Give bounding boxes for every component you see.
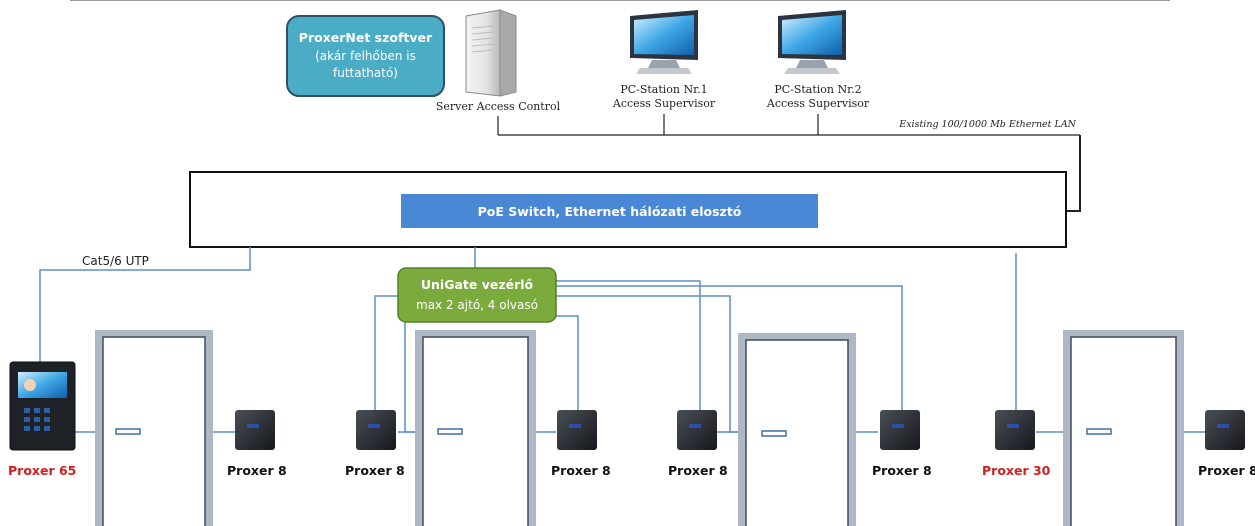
reader-icon bbox=[880, 410, 920, 450]
software-line-1: (akár felhőben is bbox=[315, 49, 416, 63]
cable-label: Cat5/6 UTP bbox=[82, 254, 149, 268]
lan-label: Existing 100/1000 Mb Ethernet LAN bbox=[898, 119, 1076, 130]
door-2 bbox=[415, 330, 536, 526]
pc2-label-line-2: Access Supervisor bbox=[766, 97, 870, 110]
device-label: Proxer 8 bbox=[1198, 463, 1255, 478]
reader-icon bbox=[356, 410, 396, 450]
pc-station-2-icon bbox=[778, 10, 846, 74]
reader-icon bbox=[557, 410, 597, 450]
server-label: Server Access Control bbox=[436, 100, 561, 113]
pc2-label-line-1: PC-Station Nr.2 bbox=[774, 83, 861, 96]
pc-station-1-icon bbox=[630, 10, 698, 74]
device-label: Proxer 8 bbox=[551, 463, 611, 478]
software-box: ProxerNet szoftver (akár felhőben is fut… bbox=[286, 15, 445, 97]
pc1-label-line-2: Access Supervisor bbox=[612, 97, 716, 110]
server-icon bbox=[465, 9, 517, 97]
reader-icon bbox=[235, 410, 275, 450]
unigate-subtitle: max 2 ajtó, 4 olvasó bbox=[416, 298, 538, 312]
device-label: Proxer 30 bbox=[982, 463, 1051, 478]
reader-icon bbox=[1205, 410, 1245, 450]
wiring bbox=[39, 247, 1205, 433]
device-label: Proxer 8 bbox=[872, 463, 932, 478]
poe-switch-label: PoE Switch, Ethernet hálózati elosztó bbox=[478, 204, 742, 219]
door-4 bbox=[1063, 330, 1184, 526]
device-label: Proxer 8 bbox=[345, 463, 405, 478]
software-title: ProxerNet szoftver bbox=[299, 30, 433, 45]
lan-bus bbox=[497, 114, 1081, 212]
unigate-title: UniGate vezérlő bbox=[421, 277, 534, 292]
device-label: Proxer 8 bbox=[668, 463, 728, 478]
device-label: Proxer 8 bbox=[227, 463, 287, 478]
door-1 bbox=[95, 330, 213, 526]
pc1-label-line-1: PC-Station Nr.1 bbox=[620, 83, 707, 96]
proxer-65-terminal-icon bbox=[9, 361, 76, 451]
poe-switch-bar bbox=[401, 194, 818, 228]
door-3 bbox=[738, 333, 856, 526]
reader-icon bbox=[677, 410, 717, 450]
unigate-controller-box: UniGate vezérlő max 2 ajtó, 4 olvasó bbox=[397, 267, 557, 323]
device-label: Proxer 65 bbox=[8, 463, 76, 478]
proxer-30-reader-icon bbox=[995, 410, 1035, 450]
software-line-2: futtatható) bbox=[333, 66, 398, 80]
